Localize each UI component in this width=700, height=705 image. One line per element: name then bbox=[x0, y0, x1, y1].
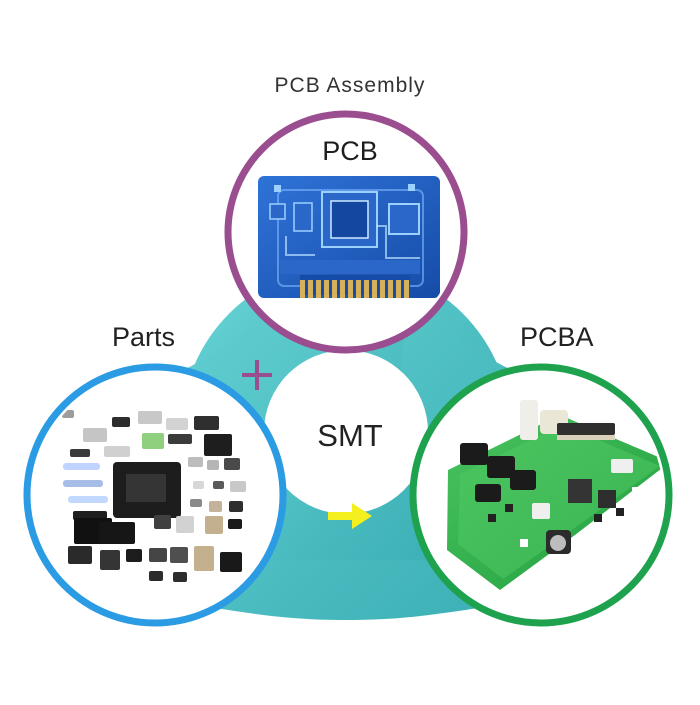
pcb-image bbox=[258, 176, 440, 298]
arrow-icon bbox=[328, 503, 372, 529]
center-smt-circle bbox=[264, 350, 428, 514]
pcba-node bbox=[409, 363, 673, 627]
pcba-image bbox=[447, 400, 663, 590]
diagram-title: PCB Assembly bbox=[274, 74, 426, 97]
parts-label: Parts bbox=[112, 322, 176, 352]
pcb-node bbox=[224, 110, 468, 354]
parts-image bbox=[62, 410, 246, 582]
parts-node bbox=[23, 363, 287, 627]
smt-label: SMT bbox=[317, 418, 383, 453]
pcba-label: PCBA bbox=[520, 322, 594, 352]
pcb-label: PCB bbox=[322, 136, 378, 166]
pcb-gold-fingers bbox=[300, 280, 409, 298]
plus-icon bbox=[242, 360, 272, 390]
